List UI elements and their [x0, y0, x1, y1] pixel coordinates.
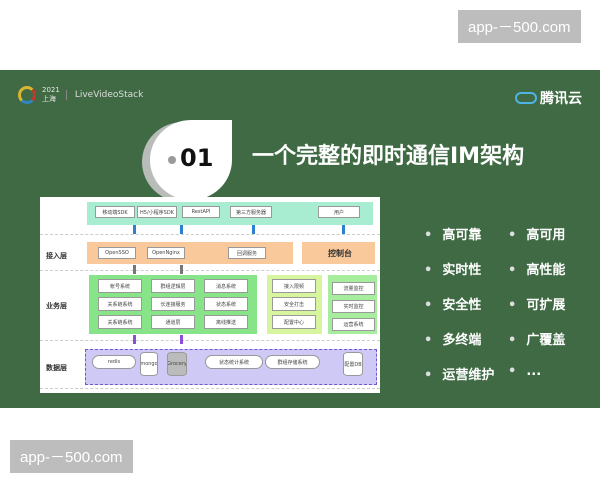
feature-item: 广覆盖	[508, 329, 565, 348]
data-store: Grocery	[167, 352, 187, 376]
event-ring-icon	[18, 86, 36, 104]
access-box: 回调服务	[228, 247, 266, 259]
console-band	[302, 242, 375, 264]
monitor-box: 实时监控	[332, 300, 375, 313]
flow-arrow	[133, 225, 136, 234]
layer-label-business: 业务层	[46, 302, 67, 310]
business-box: 关系链系统	[98, 297, 142, 311]
feature-item: 实时性	[424, 259, 481, 278]
feature-item: 高性能	[508, 259, 565, 278]
slide-title: 一个完整的即时通信IM架构	[252, 144, 525, 169]
flow-arrow	[180, 335, 183, 344]
client-box: 移动端SDK	[95, 206, 135, 218]
data-store: redis	[92, 355, 136, 369]
business-box: 长连接服务	[151, 297, 195, 311]
business-box: 关系链系统	[98, 315, 142, 329]
data-store: mongo	[140, 352, 158, 376]
flow-arrow	[133, 265, 136, 274]
client-box: 用户	[318, 206, 360, 218]
ops-box: 配置中心	[272, 315, 316, 329]
business-box: 帐号系统	[98, 279, 142, 293]
brand-name: LiveVideoStack	[65, 90, 143, 100]
access-box: OpenNginx	[147, 247, 185, 259]
tencent-cloud-logo: 腾讯云	[515, 88, 582, 108]
monitor-box: 运营系统	[332, 318, 375, 331]
feature-item: 多终端	[424, 329, 481, 348]
data-store: 配置DB	[343, 352, 363, 376]
business-box: 消息系统	[204, 279, 248, 293]
client-box: RestAPI	[182, 206, 220, 218]
layer-label-access: 接入层	[46, 252, 67, 260]
client-box: H5/小程序SDK	[137, 206, 177, 218]
feature-item: 安全性	[424, 294, 481, 313]
feature-item: ...	[508, 364, 541, 379]
flow-arrow	[180, 225, 183, 234]
business-box: 通道层	[151, 315, 195, 329]
feature-item: 运营维护	[424, 364, 494, 383]
event-year: 2021	[42, 86, 60, 94]
flow-arrow	[342, 225, 345, 234]
feature-item: 高可用	[508, 224, 565, 243]
feature-item: 可扩展	[508, 294, 565, 313]
watermark-bottom: app-－500.com	[10, 440, 133, 473]
data-store: 群组存储系统	[265, 355, 320, 369]
console-label: 控制台	[328, 248, 352, 258]
section-number: 01	[180, 144, 214, 172]
event-city: 上海	[42, 95, 56, 103]
business-box: 群组逻辑层	[151, 279, 195, 293]
feature-item: 高可靠	[424, 224, 481, 243]
flow-arrow	[252, 225, 255, 234]
ops-box: 安全打击	[272, 297, 316, 311]
layer-label-data: 数据层	[46, 364, 67, 372]
business-box: 离线推送	[204, 315, 248, 329]
business-box: 状态系统	[204, 297, 248, 311]
flow-arrow	[180, 265, 183, 274]
section-badge: 01	[150, 120, 232, 200]
cloud-icon	[515, 92, 537, 104]
ops-box: 接入限频	[272, 279, 316, 293]
monitor-box: 流量监控	[332, 282, 375, 295]
watermark-top: app-－500.com	[458, 10, 581, 43]
client-box: 第三方服务器	[230, 206, 272, 218]
access-box: OpenSSO	[98, 247, 136, 259]
flow-arrow	[133, 335, 136, 344]
data-store: 状态统计系统	[205, 355, 263, 369]
company-name: 腾讯云	[540, 91, 582, 107]
